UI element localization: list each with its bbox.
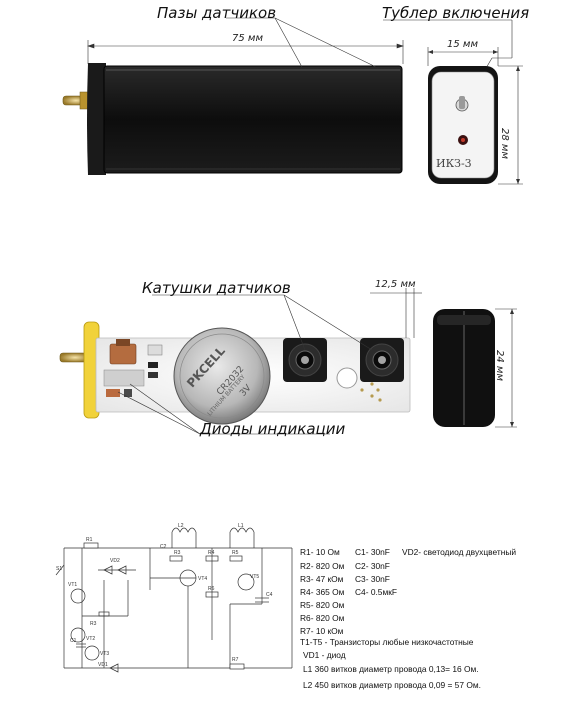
parts-c2: C2- 30nF [355, 561, 390, 571]
parts-r1: R1- 10 Ом [300, 547, 340, 557]
dimension-28mm [498, 65, 523, 185]
dim-75mm-label: 75 мм [232, 33, 263, 44]
svg-text:VT1: VT1 [68, 582, 77, 588]
parts-r6: R6- 820 Ом [300, 613, 345, 623]
parts-l1: L1 360 витков диаметр провода 0,13= 16 О… [303, 664, 479, 674]
callout-sensor-coils: Катушки датчиков [142, 279, 291, 297]
dim-24mm-label: 24 мм [494, 350, 505, 381]
callout-indicator-diodes: Диоды индикации [200, 420, 346, 438]
dim-28mm-label: 28 мм [499, 128, 510, 159]
circuit-schematic [55, 527, 293, 673]
svg-text:VT4: VT4 [198, 576, 207, 582]
indicator-diodes-leaders [117, 383, 330, 435]
parts-r2: R2- 820 Ом [300, 561, 345, 571]
parts-r4: R4- 365 Ом [300, 587, 345, 597]
dimension-75mm [87, 40, 404, 64]
svg-text:VT2: VT2 [86, 636, 95, 642]
callout-toggle-switch: Тублер включения [382, 4, 530, 22]
svg-text:R7: R7 [232, 657, 239, 663]
pcb-end-view [433, 309, 495, 427]
svg-text:R6: R6 [208, 586, 215, 592]
svg-text:R3: R3 [90, 621, 97, 627]
parts-vd2: VD2- светодиод двухцветный [402, 547, 517, 557]
parts-r3: R3- 47 кОм [300, 574, 344, 584]
svg-text:VT3: VT3 [100, 651, 109, 657]
device-side-view [62, 63, 403, 175]
sensor-coil-2 [360, 338, 404, 382]
svg-text:L1: L1 [238, 523, 244, 529]
parts-transistors: T1-T5 - Транзисторы любые низкочастотные [300, 637, 474, 647]
pcb-view [59, 321, 411, 425]
device-end-view [428, 66, 498, 184]
parts-c3: C3- 30nF [355, 574, 390, 584]
svg-text:R5: R5 [232, 550, 239, 556]
sensor-slots-leaders [226, 17, 377, 68]
svg-text:L2: L2 [178, 523, 184, 529]
parts-c1: C1- 30nF [355, 547, 390, 557]
parts-c4: C4- 0.5мкF [355, 587, 398, 597]
dimension-15mm [427, 47, 499, 66]
callout-sensor-slots: Пазы датчиков [157, 4, 277, 22]
svg-text:S1: S1 [56, 566, 62, 572]
parts-l2: L2 450 витков диаметр провода 0,09 = 57 … [303, 680, 481, 690]
svg-text:R1: R1 [86, 537, 93, 543]
svg-text:VT5: VT5 [250, 574, 259, 580]
parts-r5: R5- 820 Ом [300, 600, 345, 610]
svg-text:VD2: VD2 [110, 558, 120, 564]
schematic-labels: R1 S1 VD2 VT1 R3 VT2 C1 VT3 VD1 R3 C2 VT… [56, 523, 273, 668]
svg-text:C1: C1 [70, 638, 77, 644]
svg-text:C2: C2 [160, 544, 167, 550]
dimension-12-5mm [370, 288, 422, 338]
device-label: ИКЗ-3 [436, 157, 472, 170]
svg-text:R3: R3 [174, 550, 181, 556]
sensor-coil-1 [283, 338, 327, 382]
sensor-coils-leaders [152, 294, 373, 351]
parts-r7: R7- 10 кОм [300, 626, 344, 636]
parts-vd1: VD1 - диод [303, 650, 346, 660]
dim-12-5mm-label: 12,5 мм [375, 279, 416, 290]
svg-text:VD1: VD1 [98, 662, 108, 668]
svg-text:R4: R4 [208, 550, 215, 556]
dim-15mm-label: 15 мм [447, 39, 478, 50]
dimension-24mm [495, 308, 517, 428]
svg-text:C4: C4 [266, 592, 273, 598]
